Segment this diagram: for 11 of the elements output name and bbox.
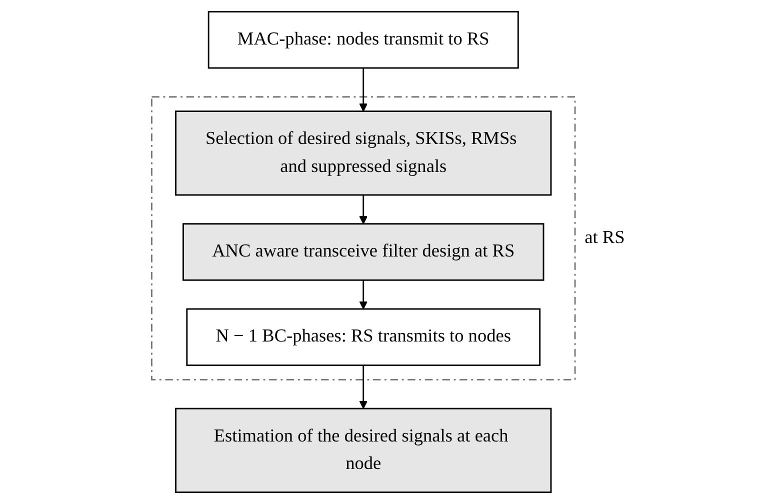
node-box: Estimation of the desired signals at each node <box>174 408 552 493</box>
node-box: MAC-phase: nodes transmit to RS <box>208 11 519 69</box>
node-box: Selection of desired signals, SKISs, RMSs and suppressed signals <box>174 110 552 196</box>
node-box: N − 1 BC-phases: RS transmits to nodes <box>186 308 540 366</box>
node-box: ANC aware transceive filter design at RS <box>182 223 544 281</box>
arrow <box>358 195 368 224</box>
arrow <box>358 280 368 310</box>
arrow <box>358 68 368 112</box>
cluster <box>150 96 576 380</box>
arrow <box>358 365 368 409</box>
node-label: at RS <box>584 227 625 248</box>
